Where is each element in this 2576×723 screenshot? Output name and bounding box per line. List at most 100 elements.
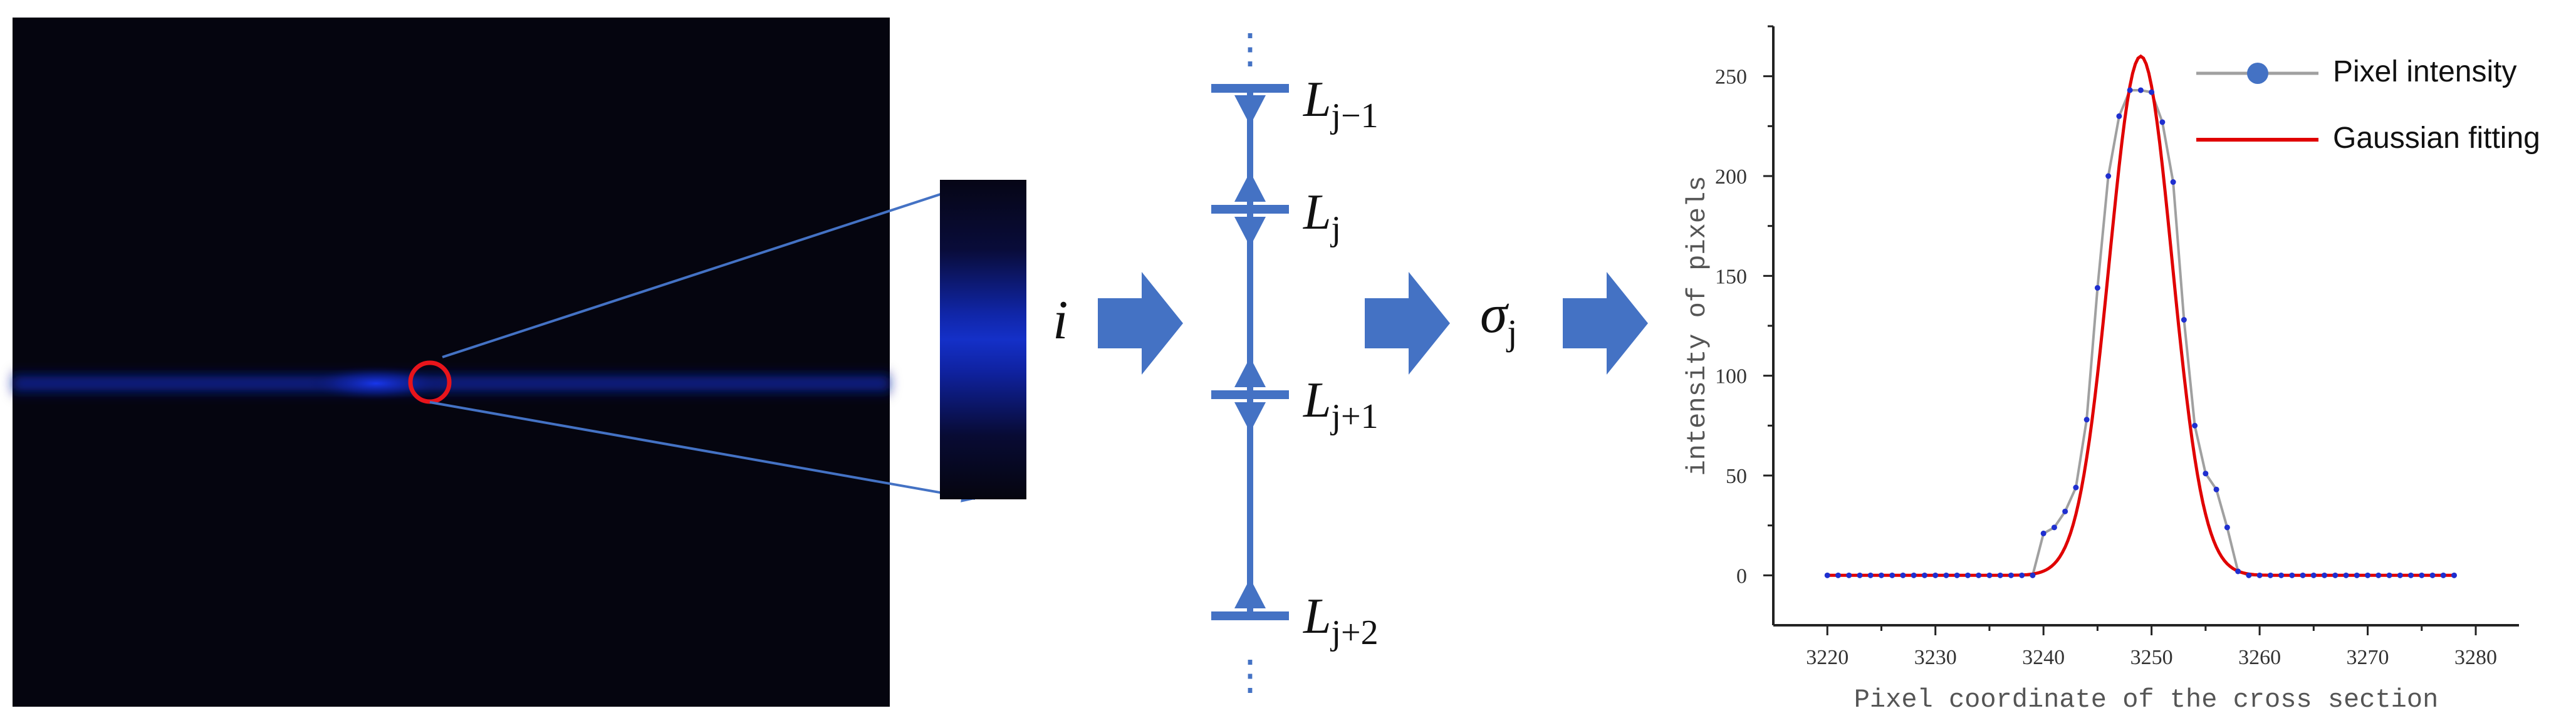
- zoom-connector-lines: [429, 181, 977, 502]
- y-tick-label: 200: [1715, 165, 1747, 189]
- chart-x-axis-label: Pixel coordinate of the cross section: [1854, 685, 2439, 715]
- pixel-intensity-point: [2419, 572, 2425, 578]
- flow-arrow-3-icon: [1563, 272, 1648, 375]
- x-tick-label: 3230: [1914, 646, 1957, 669]
- pixel-intensity-point: [2030, 572, 2036, 578]
- pixel-intensity-line: [1827, 89, 2454, 577]
- flow-arrow-1-icon: [1098, 272, 1183, 375]
- ladder-arrowhead-3-down: [1234, 402, 1266, 432]
- pixel-intensity-point: [2116, 113, 2122, 119]
- pixel-intensity-point: [2192, 422, 2198, 429]
- chart-series: [1824, 54, 2458, 578]
- x-tick-label: 3280: [2454, 646, 2497, 669]
- pixel-intensity-point: [2267, 572, 2273, 578]
- camera-image-background: [13, 18, 890, 707]
- ladder-label-l-jp1: Lj+1: [1303, 373, 1379, 436]
- pixel-intensity-point: [2300, 572, 2306, 578]
- pixel-intensity-point: [2224, 524, 2230, 531]
- ladder-arrowhead-4-up: [1234, 578, 1266, 608]
- pixel-intensity-point: [2235, 568, 2241, 575]
- pixel-intensity-point: [2127, 87, 2133, 93]
- pixel-index-label: i: [1053, 290, 1068, 351]
- pixel-intensity-point: [2408, 572, 2414, 578]
- pixel-intensity-point: [2073, 484, 2079, 491]
- x-tick-label: 3220: [1806, 646, 1849, 669]
- cross-section-strip: [940, 180, 1026, 499]
- pixel-intensity-point: [1954, 572, 1960, 578]
- pixel-intensity-point: [2397, 572, 2403, 578]
- pixel-intensity-point: [2137, 87, 2144, 93]
- y-tick-label: 150: [1715, 265, 1747, 288]
- pixel-intensity-point: [2256, 572, 2263, 578]
- pixel-intensity-point: [1835, 572, 1841, 578]
- pixel-intensity-point: [1911, 572, 1917, 578]
- ladder-label-l-j: Lj: [1303, 185, 1341, 248]
- zoom-line-upper: [442, 181, 977, 358]
- ladder-arrowhead-2-up: [1234, 172, 1266, 202]
- chart-legend: Pixel intensity Gaussian fitting: [2196, 55, 2540, 155]
- x-tick-label: 3240: [2022, 646, 2065, 669]
- x-tick-label: 3270: [2347, 646, 2389, 669]
- pixel-intensity-point: [1824, 572, 1830, 578]
- pixel-intensity-point: [2213, 486, 2219, 492]
- pixel-intensity-point: [1997, 572, 2003, 578]
- y-tick-label: 50: [1726, 465, 1747, 488]
- flow-arrow-2-icon: [1365, 272, 1450, 375]
- pixel-intensity-point: [1986, 572, 1993, 578]
- camera-image-panel: [13, 18, 890, 707]
- pixel-intensity-point: [2246, 572, 2252, 578]
- pixel-intensity-point: [1846, 572, 1852, 578]
- pixel-intensity-point: [2440, 572, 2446, 578]
- pixel-intensity-point: [2170, 179, 2176, 185]
- pixel-intensity-point: [2332, 572, 2339, 578]
- pixel-intensity-point: [2322, 572, 2328, 578]
- pixel-intensity-point: [2008, 572, 2014, 578]
- pixel-intensity-point: [2105, 173, 2112, 179]
- legend-label-gaussian-fitting: Gaussian fitting: [2333, 122, 2540, 155]
- pixel-intensity-point: [2181, 316, 2187, 323]
- x-tick-label: 3260: [2238, 646, 2281, 669]
- ladder-tick-3: [1211, 390, 1289, 399]
- pixel-intensity-point: [1889, 572, 1895, 578]
- legend-marker-pixel-intensity: [2247, 63, 2268, 84]
- pixel-intensity-point: [2051, 524, 2057, 531]
- pixel-intensity-point: [1932, 572, 1939, 578]
- legend-label-pixel-intensity: Pixel intensity: [2333, 55, 2516, 88]
- pixel-intensity-point: [2203, 471, 2209, 477]
- pixel-intensity-point: [1867, 572, 1874, 578]
- segment-ladder: ⋮ ⋮ Lj−1 Lj Lj+1 Lj+2: [1211, 26, 1379, 699]
- y-tick-label: 0: [1736, 564, 1747, 588]
- pixel-intensity-point: [2159, 119, 2166, 125]
- y-tick-label: 250: [1715, 66, 1747, 89]
- ladder-tick-4: [1211, 611, 1289, 620]
- pixel-intensity-point: [2354, 572, 2360, 578]
- chart-axes: [1772, 26, 2519, 627]
- pixel-intensity-point: [2310, 572, 2317, 578]
- pixel-intensity-point: [2386, 572, 2392, 578]
- pixel-intensity-point: [2429, 572, 2436, 578]
- pixel-intensity-point: [1900, 572, 1906, 578]
- zoom-line-lower: [429, 401, 977, 502]
- ladder-label-l-jp2: Lj+2: [1303, 589, 1379, 652]
- pixel-intensity-point: [1964, 572, 1971, 578]
- pixel-intensity-point: [1878, 572, 1884, 578]
- laser-beam-bright-spot: [307, 366, 445, 401]
- ladder-arrowhead-3-up: [1234, 357, 1266, 387]
- x-tick-label: 3250: [2130, 646, 2173, 669]
- pixel-intensity-point: [1857, 572, 1863, 578]
- ladder-tick-2: [1211, 205, 1289, 214]
- pixel-intensity-point: [1943, 572, 1949, 578]
- ladder-label-l-jm1: Lj−1: [1303, 72, 1379, 135]
- pixel-intensity-point: [2040, 530, 2047, 536]
- gaussian-fit-curve: [1827, 54, 2454, 577]
- sample-point-ring: [408, 360, 452, 404]
- pixel-intensity-point: [1921, 572, 1927, 578]
- pixel-intensity-point: [2019, 572, 2025, 578]
- ladder-ellipsis-top: ⋮: [1229, 26, 1271, 72]
- pixel-intensity-point: [2365, 572, 2371, 578]
- pixel-intensity-point: [2375, 572, 2382, 578]
- ladder-arrowhead-1-down: [1234, 95, 1266, 125]
